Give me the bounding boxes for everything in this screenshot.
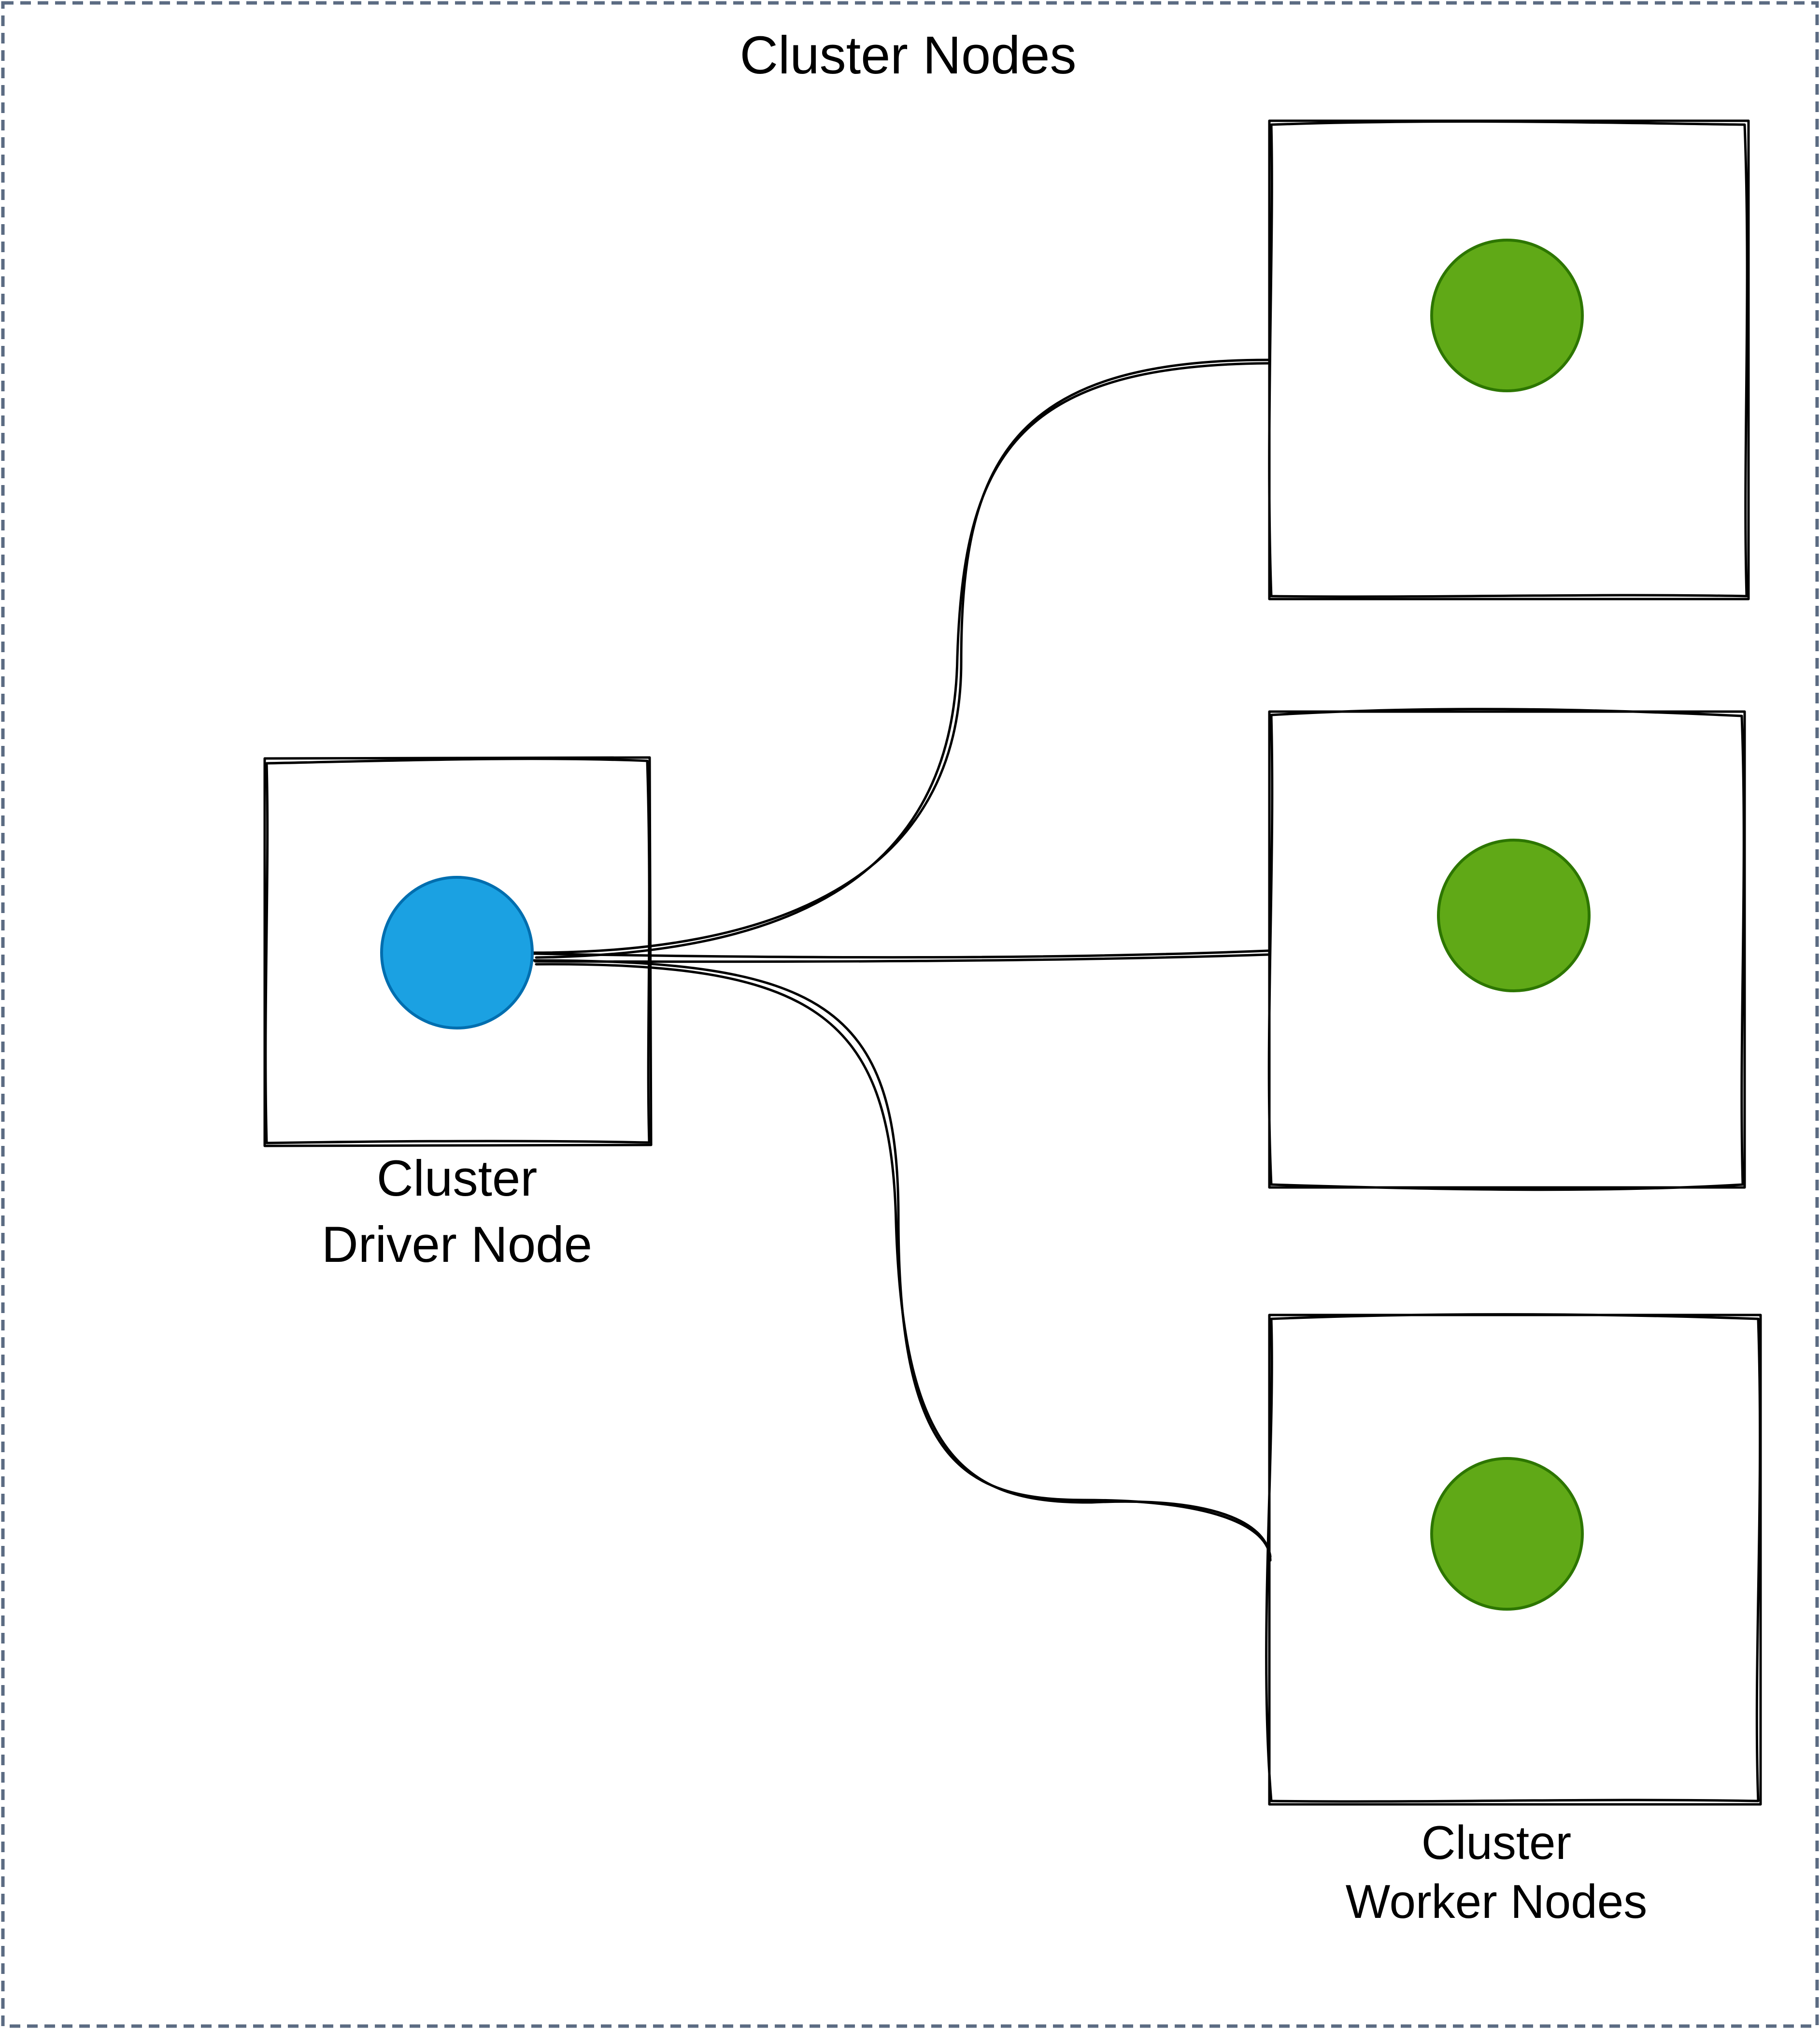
worker-nodes-label-line1: Cluster	[1422, 1816, 1571, 1869]
worker-node-circle-3	[1430, 1457, 1584, 1611]
connector-driver-to-worker-top	[532, 358, 1269, 959]
connector-driver-to-worker-middle	[532, 949, 1269, 963]
container-title: Cluster Nodes	[740, 26, 1077, 85]
worker-node-box-1	[1268, 119, 1750, 600]
connector-driver-to-worker-bottom	[532, 959, 1272, 1562]
worker-node-circle-2	[1437, 839, 1591, 992]
driver-node-label-line1: Cluster	[377, 1150, 538, 1207]
worker-node-box-2	[1267, 708, 1746, 1191]
driver-node-circle	[380, 876, 534, 1029]
worker-node-box-3	[1265, 1313, 1762, 1806]
worker-nodes-label-line2: Worker Nodes	[1346, 1875, 1648, 1928]
worker-node-circle-1	[1430, 239, 1584, 392]
driver-node-label-line2: Driver Node	[322, 1216, 592, 1273]
driver-node-box	[263, 756, 653, 1147]
